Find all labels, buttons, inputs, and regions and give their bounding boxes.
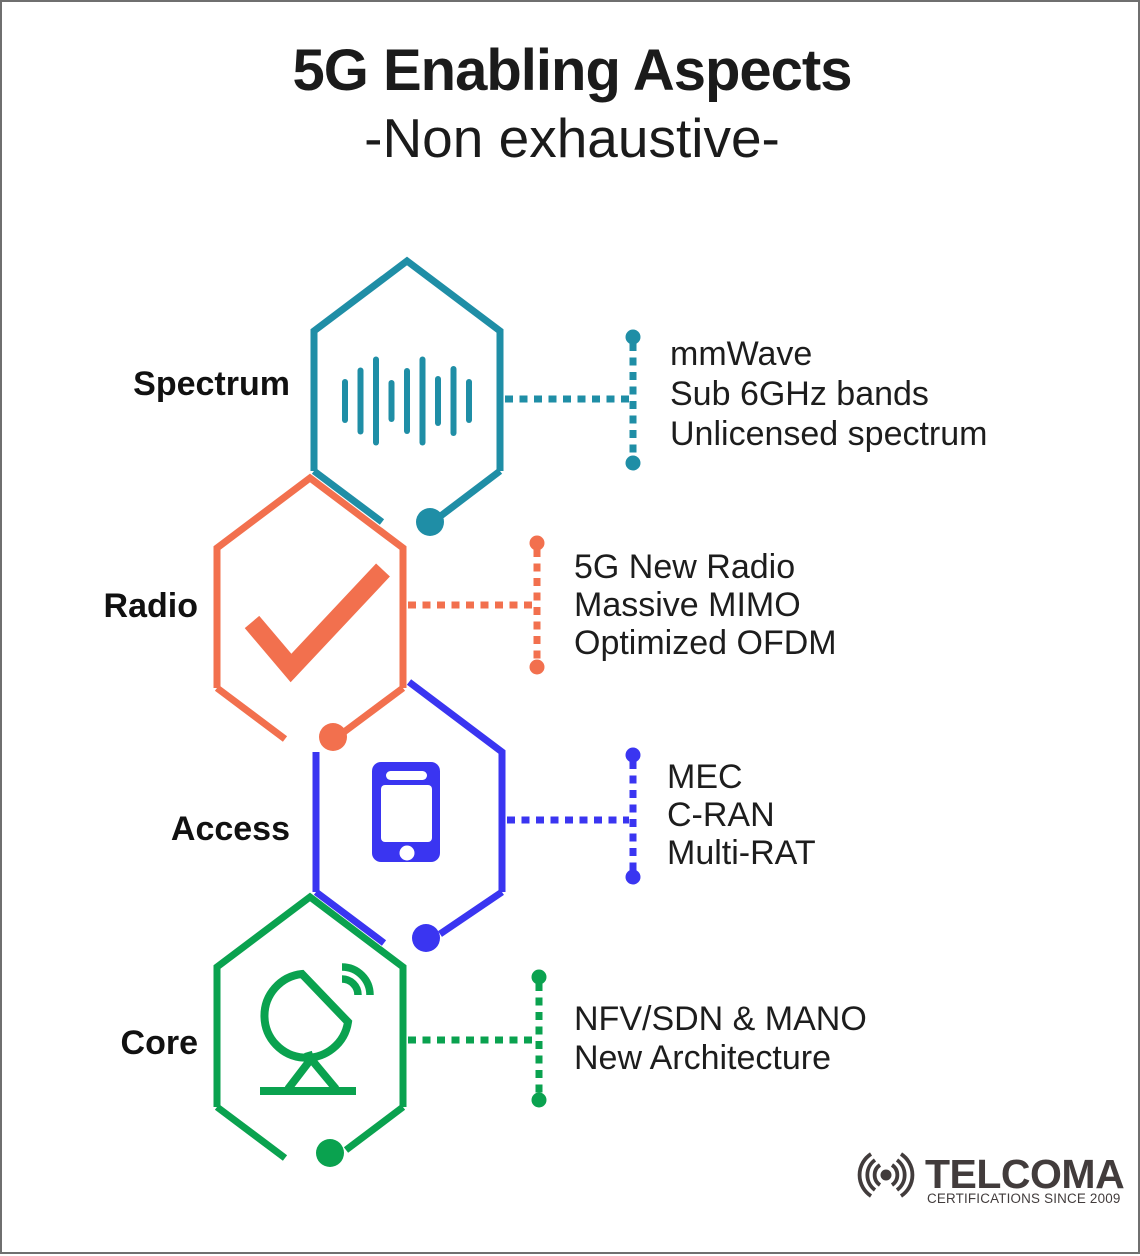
radio-label: Radio [103, 587, 198, 625]
bullet-item: Unlicensed spectrum [670, 415, 988, 453]
access-label: Access [170, 810, 290, 848]
bullet-item: Sub 6GHz bands [670, 375, 929, 413]
core-bullet-list: NFV/SDN & MANO New Architecture [574, 1000, 867, 1078]
access-hexagon [312, 679, 641, 952]
spectrum-hexagon [310, 256, 641, 536]
bullet-item: New Architecture [574, 1039, 831, 1077]
logo-tagline: CERTIFICATIONS SINCE 2009 [927, 1191, 1121, 1206]
bullet-item: Optimized OFDM [574, 624, 837, 662]
radio-node-dot [319, 723, 347, 751]
page-subtitle: -Non exhaustive- [364, 107, 780, 169]
waveform-icon [342, 356, 472, 446]
radio-hexagon [213, 473, 545, 751]
checkmark-icon [244, 563, 390, 683]
spectrum-node-dot [416, 508, 444, 536]
radio-bullet-list: 5G New Radio Massive MIMO Optimized OFDM [574, 548, 837, 662]
bullet-item: NFV/SDN & MANO [574, 1000, 867, 1038]
page-title: 5G Enabling Aspects [292, 38, 853, 103]
logo-wordmark: TELCOMA [925, 1151, 1125, 1197]
spectrum-label: Spectrum [133, 365, 290, 403]
bullet-item: mmWave [670, 335, 813, 373]
satellite-dish-icon [260, 963, 374, 1095]
bullet-item: C-RAN [667, 796, 775, 834]
bullet-item: Massive MIMO [574, 586, 801, 624]
core-label: Core [120, 1024, 198, 1062]
access-bullet-list: MEC C-RAN Multi-RAT [667, 758, 816, 872]
core-node-dot [316, 1139, 344, 1167]
spectrum-bullet-list: mmWave Sub 6GHz bands Unlicensed spectru… [670, 334, 987, 454]
bullet-item: Multi-RAT [667, 834, 816, 872]
bullet-item: 5G New Radio [574, 548, 796, 586]
access-node-dot [412, 924, 440, 952]
bullet-item: MEC [667, 758, 743, 796]
core-hexagon [213, 892, 547, 1167]
title-block: 5G Enabling Aspects -Non exhaustive- [2, 38, 1140, 168]
smartphone-icon [372, 762, 440, 862]
radio-waves-icon [857, 1152, 915, 1198]
